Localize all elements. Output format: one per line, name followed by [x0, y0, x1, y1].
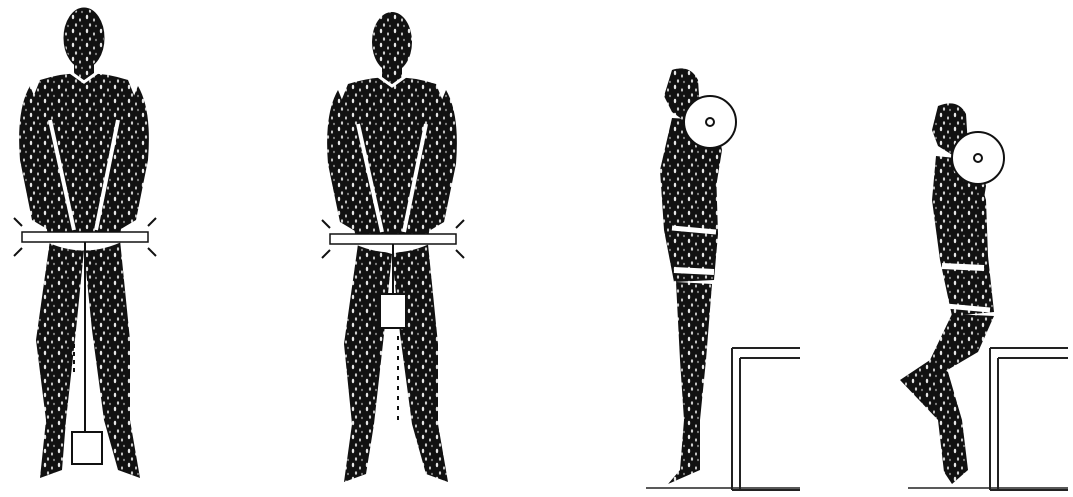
handle-bar: [22, 232, 148, 242]
head: [64, 8, 104, 68]
raised-weight: [380, 294, 406, 328]
thighs: [930, 314, 994, 372]
legs: [668, 282, 712, 484]
figure-side-squat: [900, 103, 1068, 490]
bench: [990, 348, 1068, 490]
handle-bar: [330, 234, 456, 244]
lower-legs: [900, 360, 968, 484]
left-leg: [344, 244, 392, 482]
figure-front-weight-raised: [322, 12, 464, 482]
figure-side-standing: [646, 68, 800, 490]
hanging-weight: [72, 432, 102, 464]
right-leg: [392, 244, 448, 482]
head: [372, 12, 412, 72]
figure-front-weight-lowered: [14, 8, 156, 478]
bench: [732, 348, 800, 490]
